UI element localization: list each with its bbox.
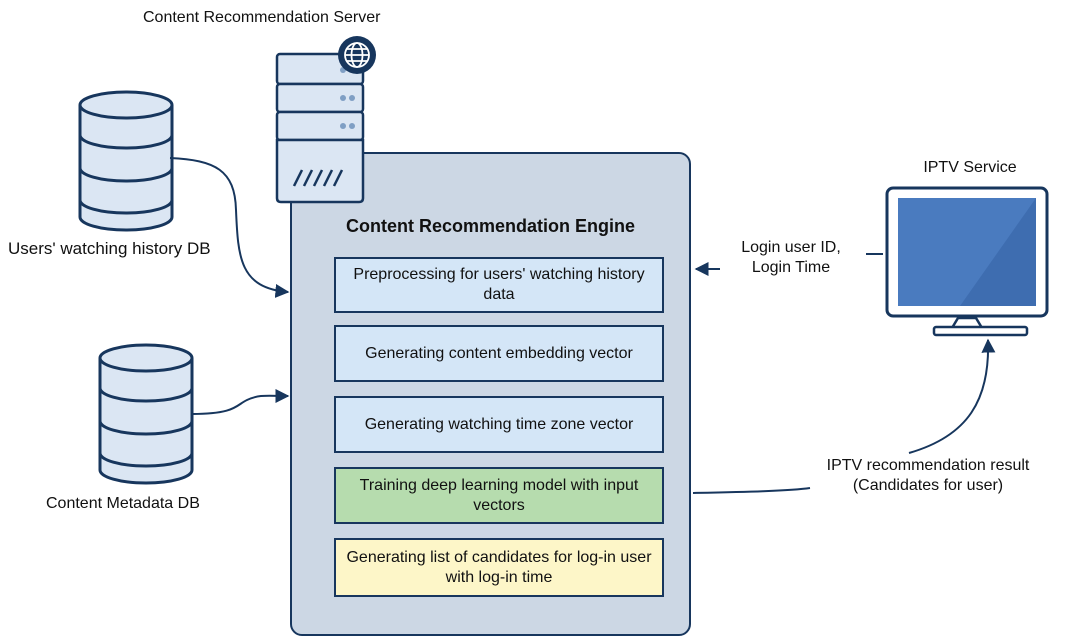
step-text: Training deep learning model with input … [359,476,639,514]
login-info-line2: Login Time [751,259,831,276]
step-text: Generating content embedding vector [365,344,633,362]
monitor-icon [885,186,1049,337]
history-db-label: Users' watching history DB [8,239,211,258]
database-icon [98,343,194,485]
login-info-label: Login user ID, Login Time [716,238,866,278]
step-preprocessing: Preprocessing for users' watching histor… [334,257,664,313]
step-text: Preprocessing for users' watching histor… [353,266,645,303]
database-icon [78,90,174,232]
step-text: Generating watching time zone vector [364,415,634,433]
step-training-model: Training deep learning model with input … [334,467,664,524]
server-title: Content Recommendation Server [143,9,381,26]
result-line1: IPTV recommendation result [826,457,1030,474]
step-generating-candidates: Generating list of candidates for log-in… [334,538,664,597]
server-icon [275,52,365,204]
engine-title: Content Recommendation Engine [345,216,635,236]
step-text: Generating list of candidates for log-in… [346,548,652,586]
history-to-engine-connector [169,157,290,298]
metadata-db-label: Content Metadata DB [46,495,200,512]
step-time-zone-vector: Generating watching time zone vector [334,396,664,453]
recommendation-result-label: IPTV recommendation result (Candidates f… [798,456,1058,496]
result-to-monitor-connector [908,338,996,454]
globe-icon [338,36,376,74]
engine-to-iptv-result-connector [692,487,811,494]
login-info-line1: Login user ID, [741,239,841,256]
metadata-to-engine-connector [191,388,290,415]
step-content-embedding: Generating content embedding vector [334,325,664,382]
result-line2: (Candidates for user) [852,477,1004,494]
iptv-service-title: IPTV Service [923,159,1017,176]
